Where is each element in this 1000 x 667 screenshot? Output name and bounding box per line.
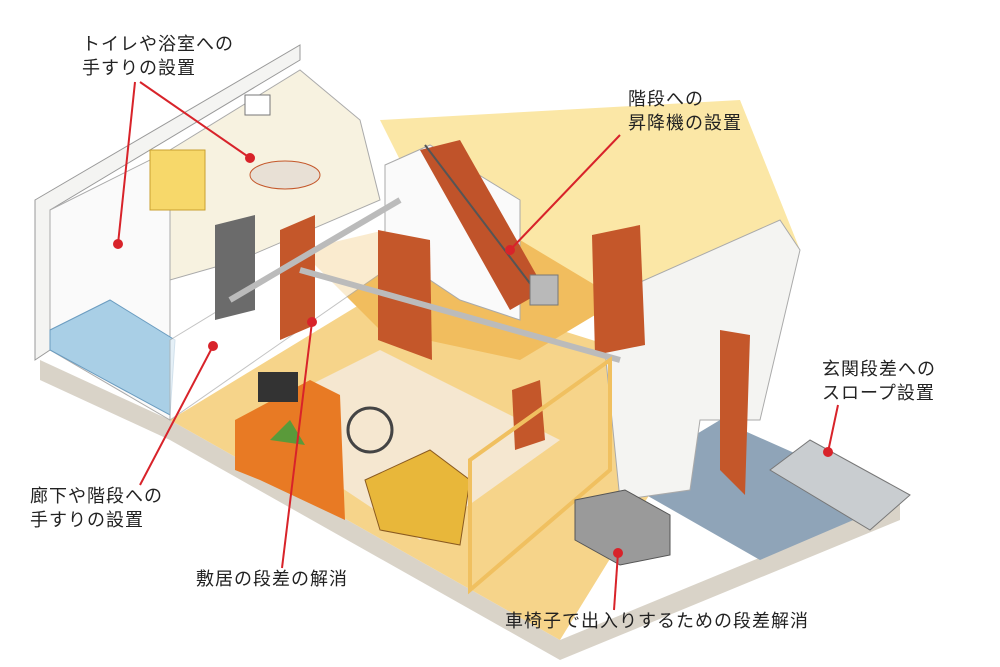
label-hall-stair-handrail: 廊下や階段への 手すりの設置 bbox=[30, 485, 163, 533]
leader-dot-stair-lift bbox=[505, 245, 515, 255]
leader-stair-lift bbox=[509, 134, 621, 251]
plant bbox=[270, 420, 305, 445]
label-line: スロープ設置 bbox=[822, 383, 935, 404]
ceiling-lift-rail-2 bbox=[299, 267, 621, 363]
door-entrance bbox=[720, 330, 750, 495]
door-toilet bbox=[215, 215, 255, 320]
label-wheelchair-entry: 車椅子で出入りするための段差解消 bbox=[505, 611, 809, 632]
staircase bbox=[420, 140, 545, 310]
label-line: 手すりの設置 bbox=[30, 510, 144, 531]
label-line: 廊下や階段への bbox=[30, 486, 163, 507]
leader-bath bbox=[117, 81, 136, 245]
label-entrance-slope: 玄関段差への スロープ設置 bbox=[822, 358, 936, 406]
base-slab bbox=[40, 360, 900, 660]
leader-dot-hall bbox=[208, 341, 218, 351]
entry-step-platform bbox=[574, 489, 671, 566]
picture bbox=[244, 94, 271, 116]
tv bbox=[258, 372, 298, 402]
label-line: 玄関段差への bbox=[822, 359, 936, 380]
label-line: 階段への bbox=[628, 89, 704, 110]
entrance-slope bbox=[769, 439, 911, 531]
label-line: トイレや浴室への bbox=[82, 34, 234, 55]
leader-dot-slope bbox=[823, 447, 833, 457]
sofa bbox=[235, 380, 345, 520]
door-stair bbox=[378, 230, 432, 360]
label-threshold: 敷居の段差の解消 bbox=[196, 569, 348, 590]
leader-dot-entry bbox=[613, 548, 623, 558]
leader-entry bbox=[613, 552, 619, 611]
label-line: 手すりの設置 bbox=[82, 58, 196, 79]
stair-lift bbox=[529, 274, 559, 306]
ceiling-lift-rail bbox=[228, 197, 402, 303]
leader-threshold bbox=[281, 321, 313, 569]
window bbox=[149, 149, 206, 211]
chair bbox=[364, 449, 471, 546]
back-wall bbox=[380, 100, 800, 300]
label-toilet-bath-handrail: トイレや浴室への 手すりの設置 bbox=[82, 33, 234, 81]
door-right bbox=[592, 225, 645, 355]
leader-dot-toilet bbox=[245, 153, 255, 163]
leader-dot-threshold bbox=[307, 317, 317, 327]
door-hall bbox=[280, 215, 315, 340]
glass-door bbox=[468, 356, 612, 595]
stair-handrail bbox=[424, 144, 536, 291]
leader-hall bbox=[139, 345, 214, 486]
leader-dot-bath bbox=[113, 239, 123, 249]
label-line: 昇降機の設置 bbox=[628, 113, 742, 134]
wheelchair bbox=[346, 406, 394, 454]
label-stair-lift: 階段への 昇降機の設置 bbox=[628, 88, 742, 136]
toilet bbox=[249, 160, 321, 190]
leader-slope bbox=[827, 404, 839, 453]
leader-lines bbox=[113, 81, 839, 611]
door-front bbox=[512, 380, 545, 450]
leader-toilet bbox=[139, 81, 251, 159]
